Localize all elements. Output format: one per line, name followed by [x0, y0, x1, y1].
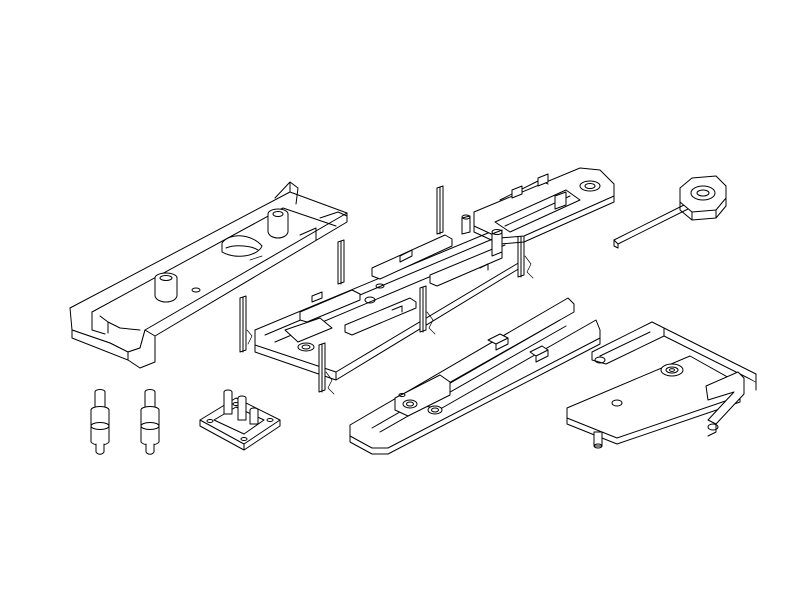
pin-post-right [140, 389, 160, 455]
main-chassis-frame [239, 185, 534, 395]
pin-post-left [90, 389, 110, 455]
long-slide-rail [349, 297, 601, 455]
bracket-frame [566, 321, 757, 449]
base-tray [69, 181, 348, 369]
upper-channel-frame [473, 167, 615, 257]
contact-plate [199, 389, 281, 451]
key-pin [613, 175, 727, 249]
